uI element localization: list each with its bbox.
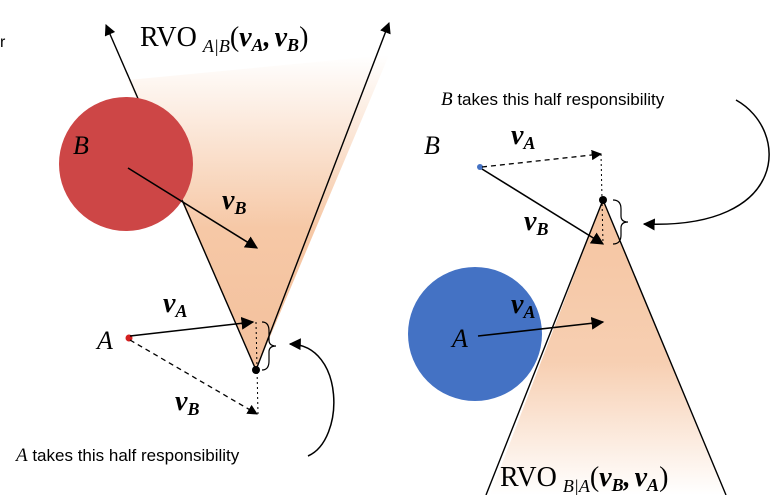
left-agent-b-label: B — [73, 131, 89, 160]
stray-clipped-text: r — [0, 34, 6, 51]
left-half-brace — [261, 321, 277, 371]
right-half-brace — [612, 199, 629, 245]
left-vb-dashed-arrow — [129, 339, 258, 415]
right-va-dashed-label: vA — [511, 120, 535, 153]
right-vb-label: vB — [524, 206, 548, 239]
right-agent-b-dot — [477, 164, 483, 170]
right-agent-b-label: B — [424, 131, 440, 160]
left-agent-b-disk — [59, 97, 193, 231]
right-va-dashed-arrow — [481, 149, 603, 168]
left-agent-a-label: A — [95, 326, 113, 355]
left-vb-dashed-label: vB — [175, 386, 199, 419]
left-panel: B vB A vA vB A takes this half responsib… — [14, 21, 391, 466]
right-agent-a-disk — [408, 267, 542, 401]
right-vb-arrow — [481, 168, 605, 245]
right-caption: B takes this half responsibility — [441, 89, 665, 110]
left-va-arrow — [129, 316, 255, 337]
left-caption: A takes this half responsibility — [14, 445, 240, 466]
right-apex-dot — [599, 196, 607, 204]
left-apex-dot — [252, 366, 260, 374]
left-va-label: vA — [163, 288, 187, 321]
right-cone-left-edge — [485, 199, 604, 495]
right-panel: A vA B vA vB B takes this half responsib… — [408, 89, 770, 495]
right-pointer-curve — [642, 99, 770, 231]
right-agent-a-label: A — [450, 324, 468, 353]
left-pointer-curve — [288, 338, 335, 457]
left-vb-label: vB — [222, 185, 246, 218]
left-cone-right-ray — [255, 21, 391, 371]
right-rvo-cone — [490, 200, 725, 495]
left-vb-arrow — [127, 167, 259, 249]
right-va-label: vA — [511, 289, 535, 322]
right-va-arrow — [477, 316, 605, 337]
right-cone-right-edge — [602, 199, 727, 495]
left-rvo-cone — [128, 55, 389, 370]
